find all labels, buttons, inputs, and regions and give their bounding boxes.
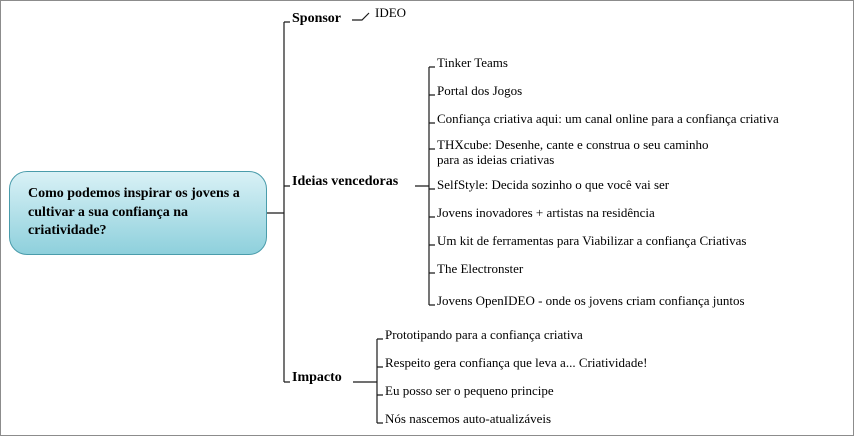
impact-item-prototipando[interactable]: Prototipando para a confiança criativa <box>385 327 583 342</box>
winner-item-thxcube[interactable]: THXcube: Desenhe, cante e construa o seu… <box>437 137 709 167</box>
impact-item-pequeno-principe[interactable]: Eu posso ser o pequeno principe <box>385 383 554 398</box>
winner-item-confianca-criativa-aqui[interactable]: Confiança criativa aqui: um canal online… <box>437 111 779 126</box>
branch-ideias-vencedoras[interactable]: Ideias vencedoras <box>292 174 399 189</box>
winner-item-portal-dos-jogos[interactable]: Portal dos Jogos <box>437 83 523 98</box>
winner-item-the-electronster[interactable]: The Electronster <box>437 261 524 276</box>
branch-impacto[interactable]: Impacto <box>292 370 342 385</box>
winner-item-jovens-inovadores[interactable]: Jovens inovadores + artistas na residênc… <box>437 205 655 220</box>
impact-item-respeito[interactable]: Respeito gera confiança que leva a... Cr… <box>385 355 648 370</box>
winner-item-kit-ferramentas[interactable]: Um kit de ferramentas para Viabilizar a … <box>437 233 747 248</box>
root-question-text: Como podemos inspirar os jovens a cultiv… <box>28 186 240 239</box>
winner-item-jovens-openideo[interactable]: Jovens OpenIDEO - onde os jovens criam c… <box>437 293 745 308</box>
sponsor-child-ideo[interactable]: IDEO <box>375 5 407 20</box>
root-question-node[interactable]: Como podemos inspirar os jovens a cultiv… <box>9 171 267 255</box>
branch-sponsor[interactable]: Sponsor <box>292 11 342 26</box>
connector-path <box>265 12 435 424</box>
winner-item-selfstyle[interactable]: SelfStyle: Decida sozinho o que você vai… <box>437 177 670 192</box>
impact-item-auto-atualizaveis[interactable]: Nós nascemos auto-atualizáveis <box>385 411 552 426</box>
winner-item-tinker-teams[interactable]: Tinker Teams <box>437 55 508 70</box>
